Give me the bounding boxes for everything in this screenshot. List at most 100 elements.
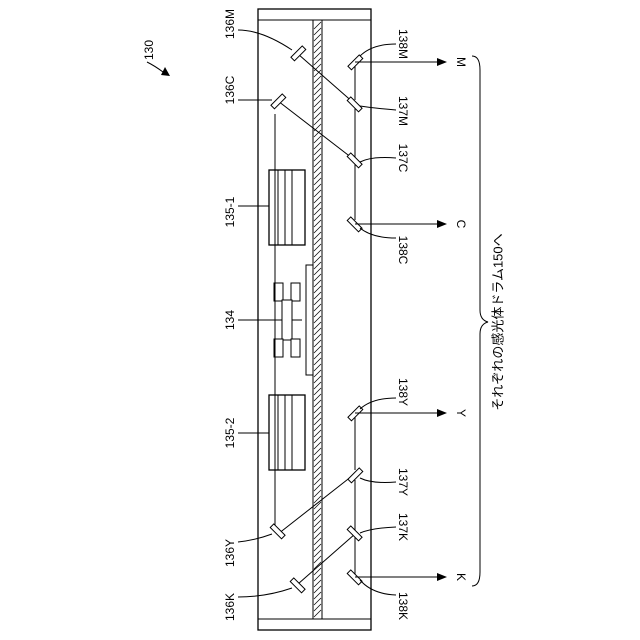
hatch-line: [314, 508, 321, 515]
label-136K: 136K: [223, 593, 237, 621]
hatch-line: [314, 310, 321, 317]
leader-137M: [360, 106, 396, 110]
label-138K: 138K: [396, 592, 410, 620]
hatch-line: [314, 394, 321, 401]
hatch-line: [314, 202, 321, 209]
leader-137Y: [360, 478, 396, 483]
hatch-line: [314, 292, 321, 299]
hatch-line: [314, 178, 321, 185]
output-label-M: M: [454, 57, 468, 67]
hatch-line: [314, 136, 321, 143]
label-138Y: 138Y: [396, 378, 410, 406]
hatch-line: [314, 298, 321, 305]
leader-136Y: [238, 534, 272, 542]
hatch-line: [314, 328, 321, 335]
hatch-line: [314, 118, 321, 125]
leader-138Y: [360, 398, 396, 409]
hatch-line: [314, 556, 321, 563]
hatch-line: [314, 418, 321, 425]
leader-138K: [360, 580, 396, 595]
hatch-line: [314, 76, 321, 83]
output-beam-C: [355, 220, 447, 228]
hatch-line: [314, 250, 321, 257]
hatch-line: [314, 532, 321, 539]
hatch-line: [314, 58, 321, 65]
hatch-line: [314, 346, 321, 353]
hatch-line: [314, 562, 321, 569]
hatch-line: [314, 94, 321, 101]
hatch-line: [314, 220, 321, 227]
hatch-line: [314, 160, 321, 167]
hatch-line: [314, 286, 321, 293]
label-137Y: 137Y: [396, 468, 410, 496]
hatch-line: [314, 352, 321, 359]
hatch-line: [314, 46, 321, 53]
hatch-line: [314, 514, 321, 521]
hatch-line: [314, 154, 321, 161]
hatch-line: [314, 112, 321, 119]
hatch-line: [314, 580, 321, 587]
hatch-line: [314, 376, 321, 383]
leader-138C: [360, 228, 396, 238]
hatch-line: [314, 448, 321, 455]
hatch-line: [314, 484, 321, 491]
polygon-window: [306, 265, 313, 375]
output-label-C: C: [454, 220, 468, 229]
hatch-line: [314, 106, 321, 113]
label-137C: 137C: [396, 144, 410, 173]
hatch-line: [314, 142, 321, 149]
hatch-line: [314, 166, 321, 173]
label-136C: 136C: [223, 75, 237, 104]
hatch-line: [314, 208, 321, 215]
hatch-line: [314, 364, 321, 371]
scan-lens-135-2: [269, 395, 305, 470]
destination-note: それぞれの感光体ドラム150へ: [490, 233, 505, 410]
hatch-line: [314, 454, 321, 461]
hatch-line: [314, 478, 321, 485]
hatch-line: [314, 442, 321, 449]
hatch-line: [314, 544, 321, 551]
hatch-line: [314, 538, 321, 545]
hatch-line: [314, 424, 321, 431]
hatch-line: [314, 604, 321, 611]
ref-130-label: 130: [142, 40, 156, 60]
hatch-line: [314, 64, 321, 71]
hatch-line: [314, 586, 321, 593]
hatch-line: [314, 574, 321, 581]
label-135-2: 135-2: [223, 417, 237, 448]
hatch-line: [314, 256, 321, 263]
label-136M: 136M: [223, 9, 237, 39]
hatch-line: [314, 436, 321, 443]
hatch-line: [314, 340, 321, 347]
leader-136K: [238, 588, 292, 597]
hatch-line: [314, 610, 321, 617]
hatch-line: [314, 496, 321, 503]
hatch-line: [314, 100, 321, 107]
hatch-line: [314, 190, 321, 197]
hatch-line: [314, 406, 321, 413]
hatch-line: [314, 550, 321, 557]
hatch-line: [314, 196, 321, 203]
mirror-136Y: [270, 524, 285, 539]
hatch-line: [314, 184, 321, 191]
output-label-K: K: [454, 573, 468, 581]
hatch-line: [314, 34, 321, 41]
hatch-line: [314, 592, 321, 599]
hatch-line: [314, 82, 321, 89]
ref-130-leader: [147, 62, 163, 72]
hatch-line: [314, 316, 321, 323]
hatch-line: [314, 598, 321, 605]
label-137M: 137M: [396, 96, 410, 126]
hatch-line: [314, 370, 321, 377]
hatch-line: [314, 382, 321, 389]
scan-lens-135-1: [269, 170, 305, 245]
hatch-line: [314, 280, 321, 287]
hatch-line: [314, 244, 321, 251]
hatch-line: [314, 526, 321, 533]
hatch-line: [314, 52, 321, 59]
output-beam-K: [355, 573, 447, 581]
hatch-line: [314, 214, 321, 221]
label-136Y: 136Y: [223, 539, 237, 567]
hatch-line: [314, 268, 321, 275]
